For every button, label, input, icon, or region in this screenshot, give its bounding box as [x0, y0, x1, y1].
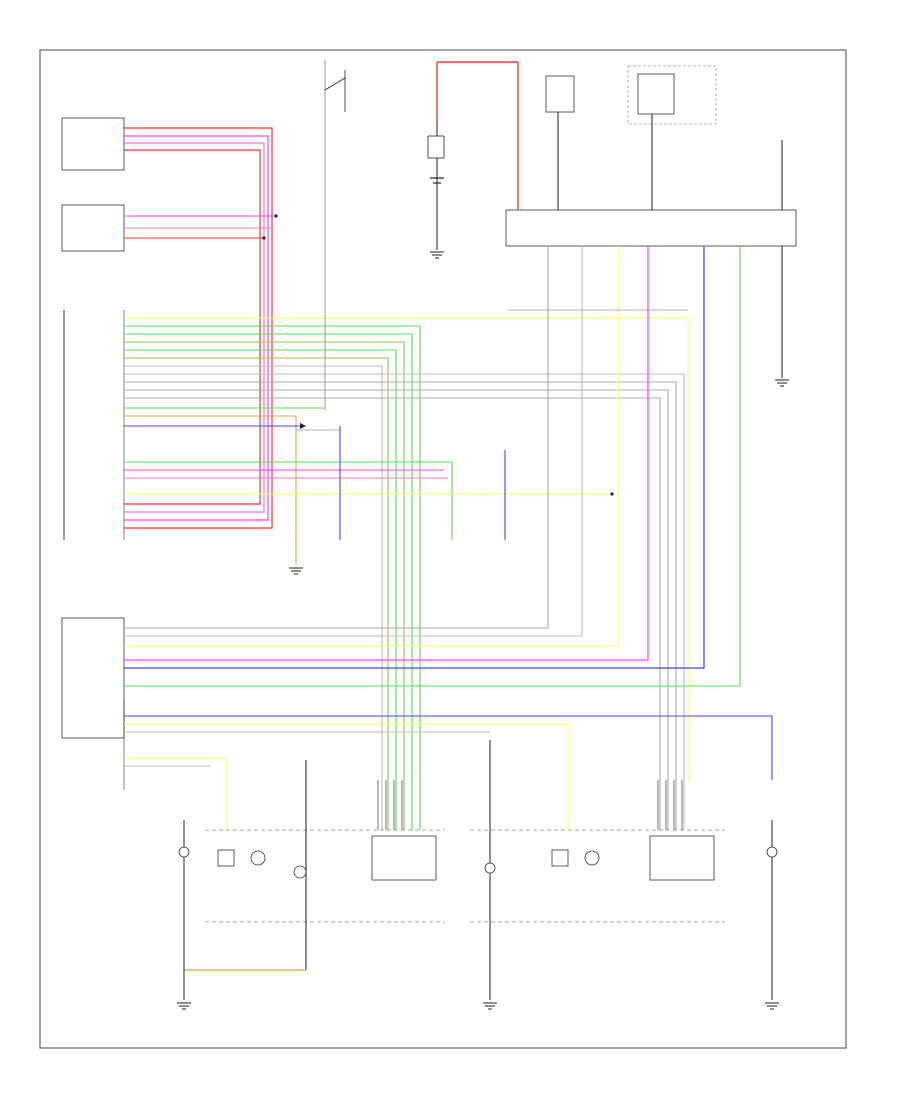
connector-bundle-right	[657, 780, 683, 830]
left-rear-level-sensor	[61, 204, 125, 252]
ignition-switch-section	[324, 60, 346, 410]
diagram-border	[39, 49, 847, 1049]
connector-bundle-left	[377, 780, 403, 830]
wires-control-to-cluster	[124, 246, 773, 830]
headlight-range-control-module	[63, 310, 125, 540]
instrument-cluster-module	[61, 617, 125, 790]
left-headlamp-assembly	[177, 760, 445, 1010]
right-headlamp-assembly	[470, 740, 779, 1010]
control-unit-top-right	[505, 65, 797, 387]
wires-module-bus	[124, 317, 689, 830]
wires-rear-sensor	[124, 214, 278, 240]
left-front-level-sensor	[61, 117, 125, 171]
wires-front-sensor	[124, 127, 273, 529]
battery-fuse-section	[427, 61, 519, 259]
